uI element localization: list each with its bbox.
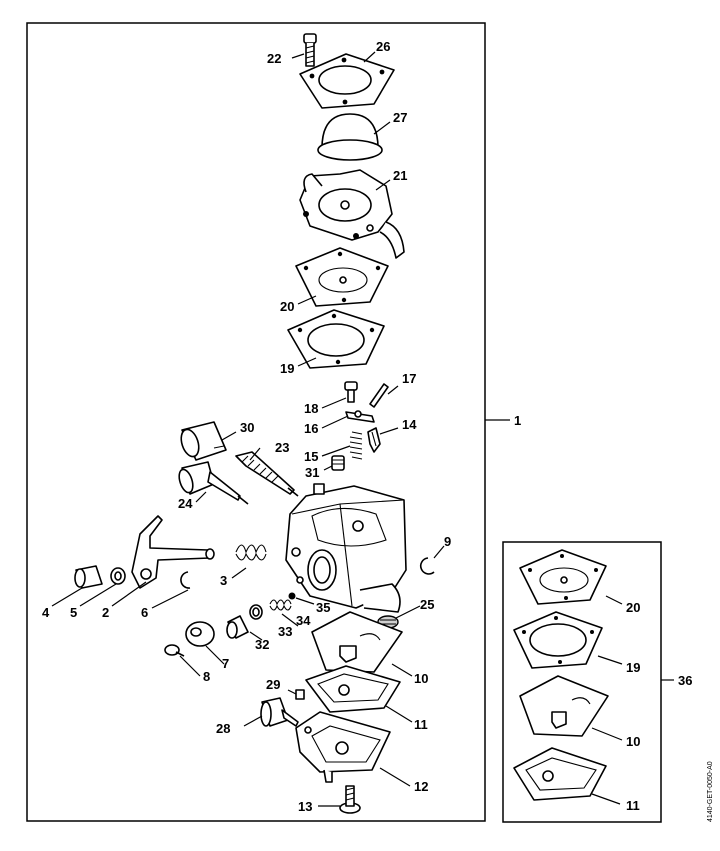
callout-14: 14	[402, 417, 417, 432]
callout-22: 22	[267, 51, 281, 66]
kit-callout-19: 19	[626, 660, 640, 675]
part-13-screw	[339, 785, 361, 814]
callout-8: 8	[203, 669, 210, 684]
callout-28: 28	[216, 721, 230, 736]
part-32-piston	[226, 615, 249, 639]
callout-29: 29	[266, 677, 280, 692]
callout-3: 3	[220, 573, 227, 588]
part-6-clip	[180, 571, 191, 589]
callout-13: 13	[298, 799, 312, 814]
callout-9: 9	[444, 534, 451, 549]
part-31-plug	[331, 455, 345, 471]
main-frame	[26, 22, 486, 822]
part-20-diaphragm	[295, 247, 389, 307]
callout-35: 35	[316, 600, 330, 615]
callout-30: 30	[240, 420, 254, 435]
part-33-oring	[249, 604, 263, 620]
callout-1: 1	[514, 413, 521, 428]
part-5-washer	[110, 567, 126, 585]
part-9-clip	[419, 557, 435, 575]
callout-32: 32	[255, 637, 269, 652]
part-19-gasket	[287, 309, 385, 369]
part-30-cap	[180, 421, 227, 461]
callout-12: 12	[414, 779, 428, 794]
part-28-adjusting-screw	[260, 697, 299, 727]
callout-18: 18	[304, 401, 318, 416]
callout-26: 26	[376, 39, 390, 54]
part-34-spring	[269, 599, 292, 611]
part-21-pump-cover	[299, 169, 405, 259]
part-7-cover	[185, 621, 215, 647]
callout-10: 10	[414, 671, 428, 686]
kit-part-11-gasket	[513, 747, 607, 801]
callout-5: 5	[70, 605, 77, 620]
part-12-metering-cover	[295, 711, 391, 783]
callout-23: 23	[275, 440, 289, 455]
callout-34: 34	[296, 613, 311, 628]
callout-19: 19	[280, 361, 294, 376]
callout-21: 21	[393, 168, 407, 183]
kit-frame	[502, 541, 662, 823]
part-10-diaphragm	[311, 611, 403, 673]
drawing-reference: 4140-GET-0050-A0	[707, 761, 714, 822]
leader-lines	[51, 51, 674, 807]
callout-labels: 22 26 27 21 20 19 17 18 16 14 15 31 30 2…	[42, 39, 692, 814]
callout-4: 4	[42, 605, 50, 620]
part-3-spring	[235, 544, 267, 561]
carburetor-body	[285, 483, 407, 613]
callout-11: 11	[414, 717, 428, 732]
callout-24: 24	[178, 496, 193, 511]
callout-33: 33	[278, 624, 292, 639]
kit-callout-11: 11	[626, 798, 640, 813]
part-8-screw	[164, 644, 185, 657]
callout-17: 17	[402, 371, 416, 386]
part-15-spring	[349, 431, 363, 460]
part-11-gasket	[305, 665, 401, 713]
part-2-throttle-lever	[131, 515, 215, 589]
kit-part-20-diaphragm	[519, 549, 607, 605]
kit-part-10-diaphragm	[519, 675, 609, 737]
part-14-inlet-needle	[367, 427, 381, 453]
callout-15: 15	[304, 449, 318, 464]
callout-25: 25	[420, 597, 434, 612]
part-29-plug	[295, 689, 305, 700]
part-4-sleeve	[74, 565, 103, 589]
callout-2: 2	[102, 605, 109, 620]
part-24-adjusting-screw	[178, 461, 249, 505]
kit-label-36: 36	[678, 673, 692, 688]
callout-7: 7	[222, 656, 229, 671]
part-17-pin	[369, 383, 389, 408]
part-23-throttle-shaft	[235, 451, 299, 497]
callout-27: 27	[393, 110, 407, 125]
callout-6: 6	[141, 605, 148, 620]
part-18-screw	[344, 381, 358, 403]
part-16-lever	[345, 410, 375, 423]
part-22-screw	[303, 33, 317, 67]
callout-31: 31	[305, 465, 319, 480]
part-35-ball	[288, 592, 296, 600]
part-27-primer-bulb	[317, 113, 383, 161]
callout-20: 20	[280, 299, 294, 314]
kit-callout-20: 20	[626, 600, 640, 615]
callout-16: 16	[304, 421, 318, 436]
kit-part-19-gasket	[513, 611, 603, 669]
kit-callout-10: 10	[626, 734, 640, 749]
part-26-gasket	[299, 53, 395, 109]
